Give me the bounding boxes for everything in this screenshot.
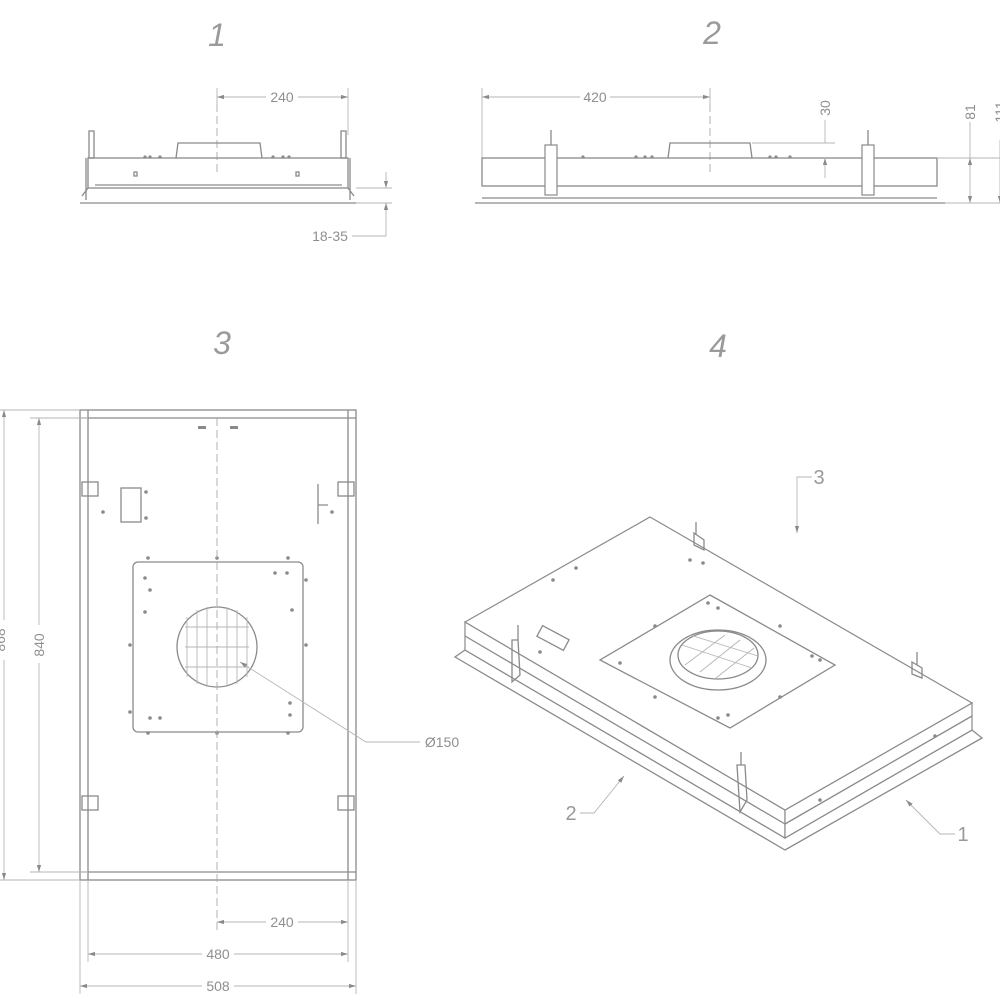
dim-diameter-150: Ø150 bbox=[425, 734, 459, 750]
view-4-isometric: 4 3 2 1 bbox=[453, 328, 984, 851]
dim-30: 30 bbox=[817, 100, 833, 116]
dim-240-view3: 240 bbox=[270, 914, 294, 930]
view-label-3: 3 bbox=[213, 325, 231, 361]
callout-2: 2 bbox=[565, 803, 576, 825]
dim-508: 508 bbox=[206, 978, 230, 994]
dim-840: 840 bbox=[31, 633, 47, 657]
callout-1: 1 bbox=[957, 824, 968, 846]
view-1-front: 1 240 18-35 bbox=[80, 17, 392, 244]
dim-240-view1: 240 bbox=[270, 89, 294, 105]
dim-420: 420 bbox=[583, 89, 607, 105]
view-label-4: 4 bbox=[709, 328, 727, 364]
dim-480: 480 bbox=[206, 946, 230, 962]
dim-868: 868 bbox=[0, 628, 8, 652]
dim-111: 111 bbox=[992, 101, 1000, 122]
view-label-1: 1 bbox=[208, 17, 226, 53]
view-label-2: 2 bbox=[702, 15, 721, 51]
dim-18-35: 18-35 bbox=[312, 228, 348, 244]
dim-81: 81 bbox=[962, 104, 978, 120]
view-3-top: 3 840 868 bbox=[0, 325, 459, 994]
view-2-side: 2 420 30 81 111 bbox=[475, 15, 1000, 204]
callout-3: 3 bbox=[813, 467, 824, 489]
